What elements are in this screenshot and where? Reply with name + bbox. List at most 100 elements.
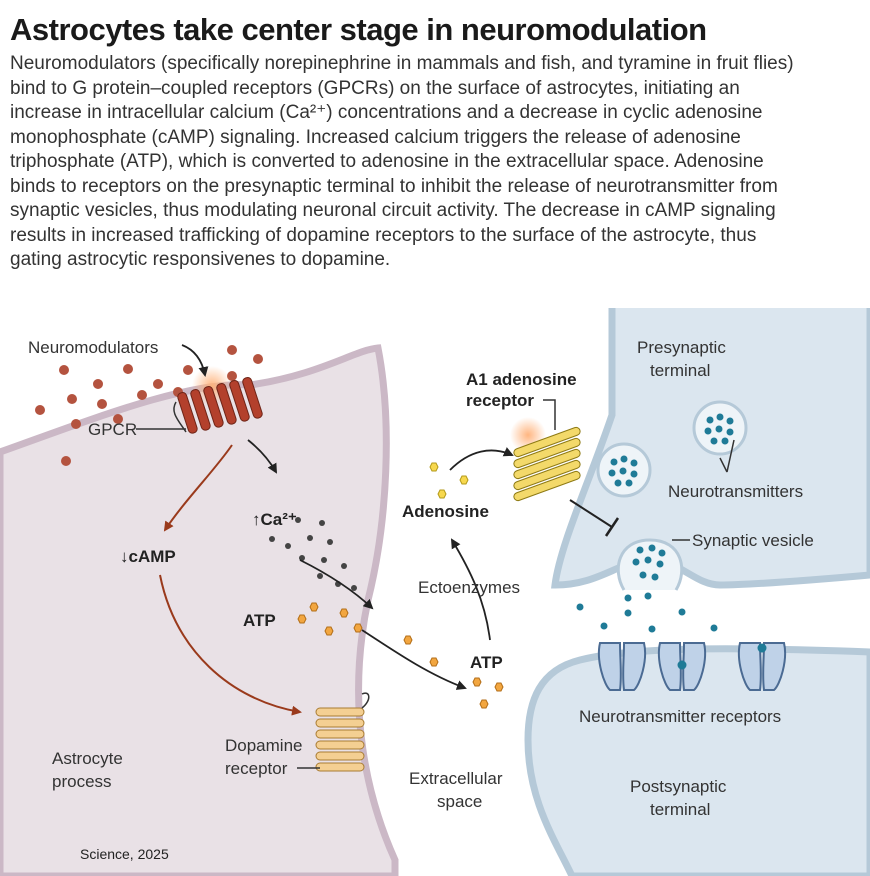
astrocyte-process xyxy=(0,344,399,876)
calcium-label: ↑Ca²⁺ xyxy=(252,510,297,529)
a1-receptor-label-line2: receptor xyxy=(466,391,534,410)
dopamine-trafficking-arrow xyxy=(159,574,302,716)
camp-label: ↓cAMP xyxy=(120,547,176,566)
neurotransmitter-receptor xyxy=(738,642,786,691)
neuromodulator-dots xyxy=(35,345,263,466)
neurotransmitter-molecule xyxy=(624,609,632,617)
synaptic-vesicle-label: Synaptic vesicle xyxy=(692,531,814,550)
atp-molecule xyxy=(297,614,307,624)
neuromodulator-molecule xyxy=(61,456,71,466)
gpcr-label: GPCR xyxy=(88,420,137,439)
adenosine-molecule xyxy=(429,462,439,472)
presynaptic-label-line1: Presynaptic xyxy=(637,338,726,357)
description-line: Neuromodulators (specifically norepineph… xyxy=(10,53,794,74)
neurotransmitter-molecule xyxy=(576,603,584,611)
neuromodulators-label: Neuromodulators xyxy=(28,338,158,357)
atp-molecule xyxy=(403,635,413,645)
dopamine-receptor xyxy=(315,707,365,772)
neuromodulator-molecule xyxy=(67,394,77,404)
description: Neuromodulators (specifically norepineph… xyxy=(10,52,865,273)
astrocyte-label-line1: Astrocyte xyxy=(52,749,123,768)
dopamine-receptor-label-line1: Dopamine xyxy=(225,736,303,755)
a1-adenosine-receptor xyxy=(513,426,581,502)
neuromodulator-molecule xyxy=(71,419,81,429)
nt-receptors-label: Neurotransmitter receptors xyxy=(579,707,781,726)
calcium-ion xyxy=(341,563,347,569)
neuromodulator-molecule xyxy=(253,354,263,364)
description-line: triphosphate (ATP), which is converted t… xyxy=(10,151,764,172)
calcium-ion xyxy=(317,573,323,579)
neuromodulator-molecule xyxy=(35,405,45,415)
description-line: synaptic vesicles, thus modulating neuro… xyxy=(10,200,776,221)
neuromodulator-molecule xyxy=(97,399,107,409)
neurotransmitter-molecule xyxy=(710,624,718,632)
description-line: gating astrocytic responsivenes to dopam… xyxy=(10,249,391,270)
atp-outside-label: ATP xyxy=(470,653,503,672)
page-title: Astrocytes take center stage in neuromod… xyxy=(10,12,707,47)
neurotransmitter-receptor xyxy=(658,642,706,691)
neurotransmitter-molecule xyxy=(648,625,656,633)
a1-leader-line xyxy=(543,399,556,430)
neuromodulator-molecule xyxy=(153,379,163,389)
extracellular-label-line1: Extracellular xyxy=(409,769,503,788)
neurotransmitter-receptor xyxy=(598,642,646,691)
gpcr-receptor xyxy=(177,377,263,434)
neuromodulator-molecule xyxy=(113,414,123,424)
calcium-ion xyxy=(327,539,333,545)
postsynaptic-terminal xyxy=(524,645,870,876)
calcium-ion xyxy=(269,536,275,542)
postsynaptic-label-line1: Postsynaptic xyxy=(630,777,727,796)
atp-molecule xyxy=(353,623,363,633)
neuromodulators-arrow xyxy=(181,344,209,377)
a1-receptor-label-line1: A1 adenosine xyxy=(466,370,577,389)
astrocyte-label-line2: process xyxy=(52,772,112,791)
atp-molecule xyxy=(479,699,489,709)
neurotransmitter-molecule xyxy=(624,594,632,602)
atp-inside-label: ATP xyxy=(243,611,276,630)
dopamine-receptor-label-line2: receptor xyxy=(225,759,288,778)
calcium-ion xyxy=(307,535,313,541)
atp-molecules-inside xyxy=(297,602,363,636)
extracellular-label-line2: space xyxy=(437,792,482,811)
adenosine-molecule xyxy=(437,489,447,499)
neurotransmitters-leader xyxy=(719,439,735,473)
atp-release-arrow xyxy=(361,629,467,690)
calcium-ion xyxy=(351,585,357,591)
description-line: results in increased trafficking of dopa… xyxy=(10,224,757,246)
dopamine-receptor-tail xyxy=(361,692,370,709)
calcium-ion xyxy=(321,557,327,563)
description-line: monophosphate (cAMP) signaling. Increase… xyxy=(10,126,741,148)
atp-molecule xyxy=(429,657,439,667)
calcium-ion xyxy=(295,517,301,523)
calcium-arrow xyxy=(247,439,277,474)
vesicle-1 xyxy=(596,442,652,498)
description-line: bind to G protein–coupled receptors (GPC… xyxy=(10,77,740,99)
atp-molecule xyxy=(324,626,334,636)
credit-text: Science, 2025 xyxy=(80,846,169,862)
neuromodulator-molecule xyxy=(183,365,193,375)
neuromodulator-molecule xyxy=(93,379,103,389)
atp-molecule xyxy=(494,682,504,692)
vesicle-2 xyxy=(692,400,748,456)
camp-arrow xyxy=(163,444,233,532)
calcium-ion xyxy=(285,543,291,549)
adenosine-molecule xyxy=(459,475,469,485)
adenosine-label: Adenosine xyxy=(402,502,489,521)
presynaptic-label-line2: terminal xyxy=(650,361,710,380)
neuromodulator-molecule xyxy=(59,365,69,375)
inhibition-line xyxy=(569,499,613,528)
ectoenzyme-arrow xyxy=(450,538,491,641)
neuromodulator-molecule xyxy=(123,364,133,374)
atp-molecule xyxy=(339,608,349,618)
neurotransmitters-label: Neurotransmitters xyxy=(668,482,803,501)
calcium-to-atp-arrow xyxy=(299,559,374,610)
neurotransmitter-molecule xyxy=(644,592,652,600)
adenosine-molecules xyxy=(429,462,469,499)
adenosine-binding-arrow xyxy=(449,447,514,471)
atp-molecule xyxy=(309,602,319,612)
atp-molecule xyxy=(472,677,482,687)
synaptic-vesicle-fusing xyxy=(616,538,684,591)
description-line: binds to receptors on the presynaptic te… xyxy=(10,175,778,197)
neuromodulator-molecule xyxy=(227,345,237,355)
